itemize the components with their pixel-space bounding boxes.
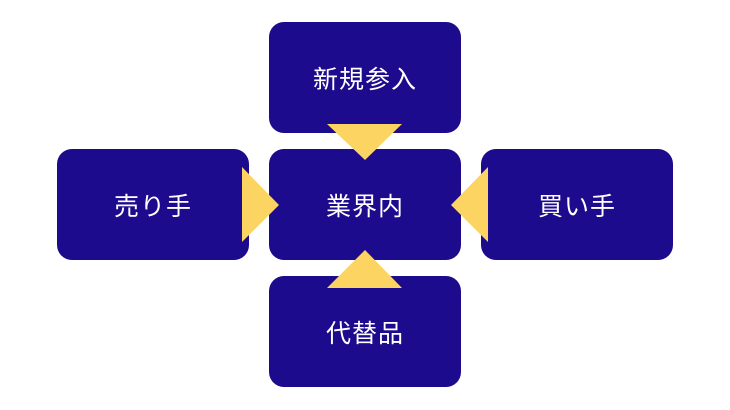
node-suppliers: 売り手 — [57, 149, 249, 260]
arrow-left-icon — [451, 167, 488, 242]
arrow-right-icon — [242, 167, 279, 242]
node-label: 新規参入 — [312, 64, 417, 94]
node-label: 代替品 — [325, 318, 404, 348]
arrow-down-icon — [327, 124, 402, 160]
arrow-up-icon — [327, 250, 402, 288]
node-label: 買い手 — [537, 191, 616, 221]
node-new-entrants: 新規参入 — [269, 22, 461, 133]
node-label: 業界内 — [325, 191, 404, 221]
node-label: 売り手 — [113, 191, 192, 221]
node-substitutes: 代替品 — [269, 276, 461, 387]
node-industry: 業界内 — [269, 149, 461, 260]
node-buyers: 買い手 — [481, 149, 673, 260]
